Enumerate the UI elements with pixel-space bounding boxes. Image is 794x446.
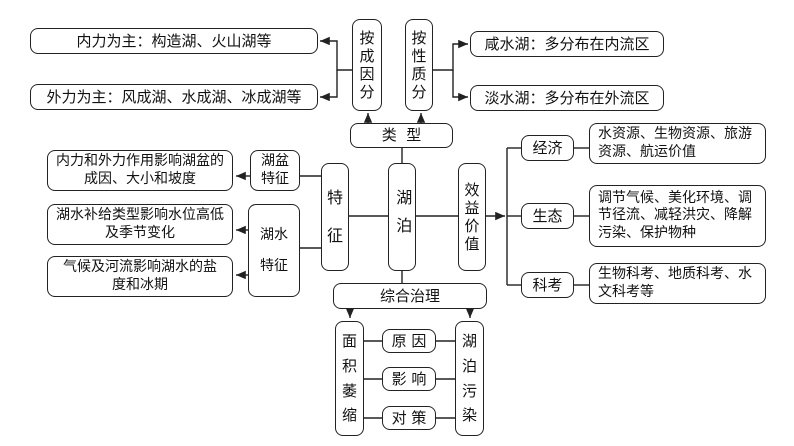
char: 湖 <box>461 332 477 350</box>
cause-text: 原 因 <box>391 331 427 350</box>
research-node: 科考 <box>521 272 574 298</box>
endogenic-lakes-text: 内力为主：构造湖、火山湖等 <box>76 31 272 50</box>
basin-feature-text: 湖盆特征 <box>261 153 289 187</box>
char: 缩 <box>341 406 357 425</box>
char: 性 <box>411 47 427 65</box>
ecological-text: 生态 <box>532 206 563 225</box>
char: 征 <box>326 226 343 245</box>
impact-node: 影 响 <box>382 367 436 391</box>
saltwater-lake-box: 咸水湖：多分布在内流区 <box>470 31 664 57</box>
freshwater-lake-box: 淡水湖：多分布在外流区 <box>470 85 664 111</box>
by-cause-node: 按 成 因 分 <box>352 19 382 111</box>
char: 面 <box>341 332 357 350</box>
governance-text: 综合治理 <box>379 286 440 305</box>
water-feature-node: 湖水特征 <box>248 204 300 297</box>
char: 污 <box>461 381 477 400</box>
ecological-node: 生态 <box>521 203 574 229</box>
benefits-node: 效 益 价 值 <box>458 163 486 271</box>
countermeasure-node: 对 策 <box>382 406 436 430</box>
char: 染 <box>461 406 477 425</box>
exogenic-lakes-text: 外力为主：风成湖、水成湖、冰成湖等 <box>46 87 302 106</box>
char: 益 <box>464 199 480 217</box>
by-nature-node: 按 性 质 分 <box>405 19 433 111</box>
type-node-text: 类 型 <box>381 126 422 145</box>
char: 因 <box>359 65 375 83</box>
basin-feature-node: 湖盆特征 <box>250 150 300 191</box>
char: 成 <box>359 47 375 65</box>
char: 分 <box>359 83 375 101</box>
water-level-desc-box: 湖水补给类型影响水位高低及季节变化 <box>47 204 233 245</box>
economic-text: 经济 <box>532 138 563 157</box>
governance-node: 综合治理 <box>333 283 487 309</box>
impact-text: 影 响 <box>391 369 427 388</box>
research-desc-box: 生物科考、地质科考、水文科考等 <box>589 263 766 304</box>
char: 按 <box>411 29 427 47</box>
char: 值 <box>464 235 480 253</box>
research-desc-text: 生物科考、地质科考、水文科考等 <box>598 266 752 300</box>
char: 按 <box>359 29 375 47</box>
ecological-desc-text: 调节气候、美化环境、调节径流、减轻洪灾、降解污染、保护物种 <box>598 189 752 241</box>
char: 分 <box>411 83 427 101</box>
lake-center-text: 湖泊 <box>393 189 413 245</box>
economic-desc-box: 水资源、生物资源、旅游资源、航运价值 <box>589 123 766 164</box>
endogenic-lakes-box: 内力为主：构造湖、火山湖等 <box>30 28 318 54</box>
features-node: 特 征 <box>321 163 349 271</box>
water-level-desc-text: 湖水补给类型影响水位高低及季节变化 <box>56 207 224 241</box>
char: 萎 <box>341 381 357 400</box>
salinity-desc-text: 气候及河流影响湖水的盐度和冰期 <box>63 259 217 293</box>
countermeasure-text: 对 策 <box>391 408 427 427</box>
area-shrink-node: 面 积 萎 缩 <box>335 321 364 436</box>
research-text: 科考 <box>532 275 563 294</box>
exogenic-lakes-box: 外力为主：风成湖、水成湖、冰成湖等 <box>30 84 318 110</box>
economic-desc-text: 水资源、生物资源、旅游资源、航运价值 <box>598 126 752 160</box>
salinity-desc-box: 气候及河流影响湖水的盐度和冰期 <box>47 256 233 297</box>
lake-center-node: 湖泊 <box>388 163 416 271</box>
water-feature-text: 湖水特征 <box>260 226 288 274</box>
char: 效 <box>464 181 480 199</box>
pollution-node: 湖 泊 污 染 <box>455 321 484 436</box>
char: 积 <box>341 356 357 375</box>
saltwater-lake-text: 咸水湖：多分布在内流区 <box>484 34 650 53</box>
economic-node: 经济 <box>521 135 574 161</box>
ecological-desc-box: 调节气候、美化环境、调节径流、减轻洪灾、降解污染、保护物种 <box>589 185 766 247</box>
basin-desc-text: 内力和外力作用影响湖盆的成因、大小和坡度 <box>56 153 224 187</box>
char: 泊 <box>461 356 477 375</box>
type-node: 类 型 <box>350 123 453 148</box>
cause-node: 原 因 <box>382 329 436 353</box>
char: 特 <box>326 187 343 207</box>
char: 价 <box>464 217 480 235</box>
basin-desc-box: 内力和外力作用影响湖盆的成因、大小和坡度 <box>47 150 233 191</box>
char: 质 <box>411 65 427 83</box>
freshwater-lake-text: 淡水湖：多分布在外流区 <box>484 88 650 107</box>
